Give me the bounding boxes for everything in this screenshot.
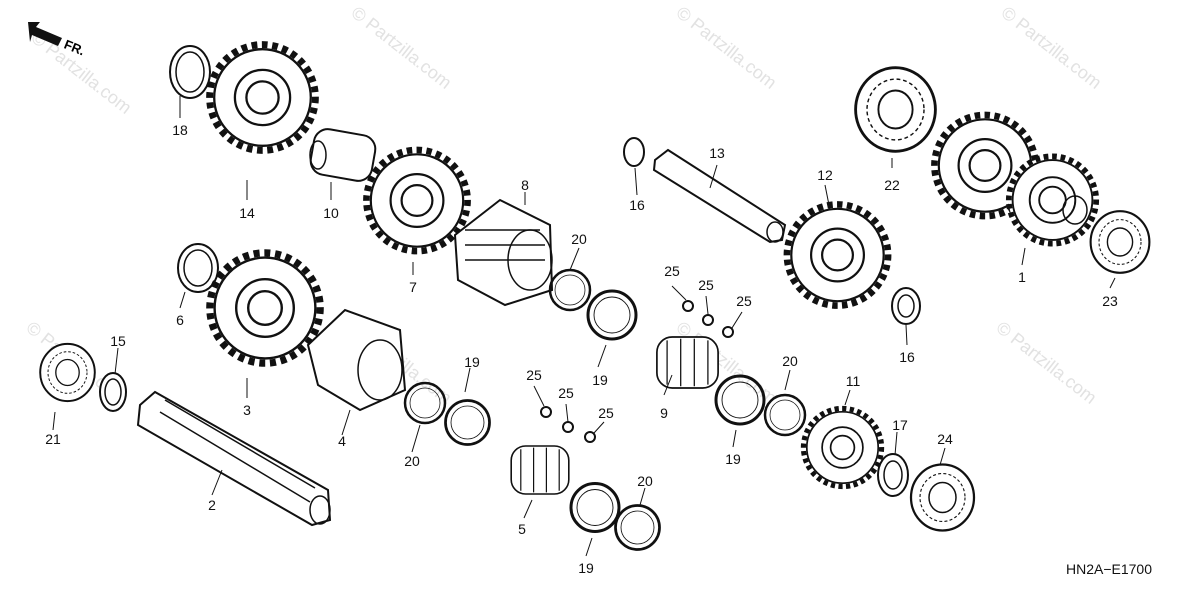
- part-label: 14: [239, 205, 255, 221]
- part-3-drawing: [210, 253, 320, 363]
- part-label: 20: [782, 353, 798, 369]
- part-label: 8: [521, 177, 529, 193]
- part-label: 25: [526, 367, 542, 383]
- part-13-drawing: [652, 148, 787, 244]
- part-11-drawing: [803, 408, 881, 486]
- part-23-drawing: [1089, 209, 1151, 274]
- svg-text:© Partzilla.com: © Partzilla.com: [998, 2, 1106, 92]
- part-label: 19: [592, 372, 608, 388]
- part-4-drawing: [306, 308, 407, 412]
- part-22-drawing: [853, 65, 938, 154]
- part-20-ring-c-drawing: [614, 504, 661, 551]
- part-label: 23: [1102, 293, 1118, 309]
- part-16-b-drawing: [891, 287, 921, 325]
- part-label: 7: [409, 279, 417, 295]
- part-label: 6: [176, 312, 184, 328]
- part-6-drawing: [177, 243, 219, 293]
- part-label: 20: [404, 453, 420, 469]
- svg-text:© Partzilla.com: © Partzilla.com: [993, 317, 1101, 407]
- part-label: 25: [698, 277, 714, 293]
- svg-text:© Partzilla.com: © Partzilla.com: [348, 2, 456, 92]
- svg-text:© Partzilla.com: © Partzilla.com: [673, 2, 781, 92]
- front-direction-arrow-icon: [28, 22, 62, 46]
- part-label: 1: [1018, 269, 1026, 285]
- part-label: 2: [208, 497, 216, 513]
- part-2-drawing: [136, 390, 332, 527]
- part-20-ring-a-drawing: [548, 268, 592, 312]
- part-12-drawing: [787, 204, 888, 305]
- part-19-ring-c-drawing: [569, 481, 621, 534]
- part-19-ring-b-drawing: [443, 398, 492, 447]
- part-label: 24: [937, 431, 953, 447]
- part-label: 16: [899, 349, 915, 365]
- part-8-drawing: [453, 198, 554, 307]
- part-label: 10: [323, 205, 339, 221]
- part-label: 16: [629, 197, 645, 213]
- part-1-drawing: [934, 115, 1096, 244]
- part-label: 3: [243, 402, 251, 418]
- leader-lines: [52, 96, 1116, 557]
- part-5-drawing: [510, 445, 570, 495]
- part-label: 17: [892, 417, 908, 433]
- part-label: 20: [637, 473, 653, 489]
- part-16-a-drawing: [623, 137, 645, 167]
- part-7-drawing: [366, 150, 467, 251]
- part-label: 19: [578, 560, 594, 576]
- part-label: 25: [736, 293, 752, 309]
- part-14-drawing: [210, 45, 316, 151]
- part-label: 5: [518, 521, 526, 537]
- part-15-drawing: [99, 372, 127, 412]
- part-label: 9: [660, 405, 668, 421]
- part-label: 13: [709, 145, 725, 161]
- part-10-drawing: [309, 128, 377, 182]
- part-21-drawing: [38, 342, 97, 403]
- part-25-pins-drawing: [540, 300, 734, 443]
- part-label: 18: [172, 122, 188, 138]
- diagram-code: HN2A−E1700: [1065, 561, 1152, 577]
- part-label: 25: [558, 385, 574, 401]
- part-label: 19: [464, 354, 480, 370]
- part-label: 11: [846, 373, 861, 389]
- part-24-drawing: [909, 463, 976, 532]
- part-20-ring-d-drawing: [763, 393, 807, 437]
- part-label: 22: [884, 177, 900, 193]
- part-label: 20: [571, 231, 587, 247]
- part-label: 19: [725, 451, 741, 467]
- part-label: 25: [598, 405, 614, 421]
- part-9-drawing: [655, 336, 720, 389]
- part-labels: 1 2 3 4 5 6 7 8 9 10 11 12 13 14 15 16 1…: [45, 122, 1118, 576]
- svg-text:© Partzilla.com: © Partzilla.com: [28, 27, 136, 117]
- part-label: 15: [110, 333, 126, 349]
- part-18-drawing: [169, 45, 211, 99]
- part-label: 21: [45, 431, 61, 447]
- part-label: 4: [338, 433, 346, 449]
- part-label: 25: [664, 263, 680, 279]
- part-19-ring-a-drawing: [586, 289, 638, 341]
- part-17-drawing: [877, 453, 909, 497]
- part-label: 12: [817, 167, 833, 183]
